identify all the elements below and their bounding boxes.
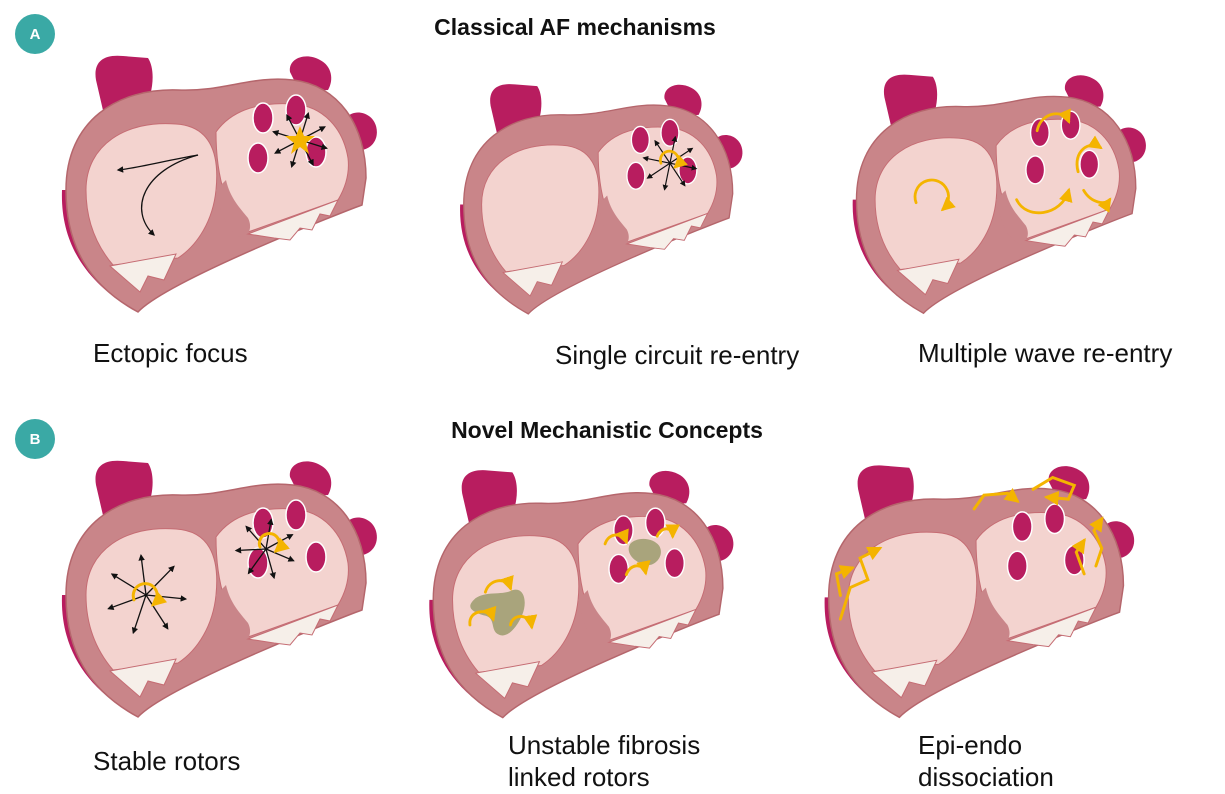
pulmonary-vein-opening [661, 119, 679, 146]
pulmonary-vein-opening [306, 542, 326, 572]
panel-multiple-wave [828, 60, 1168, 330]
caption-stable-rotors: Stable rotors [93, 745, 240, 777]
pulmonary-vein-opening [1026, 156, 1045, 184]
caption-multiple-wave: Multiple wave re-entry [918, 337, 1172, 369]
caption-line: Epi-endo [918, 729, 1054, 761]
caption-fibrosis-rotors: Unstable fibrosis linked rotors [508, 729, 700, 793]
pulmonary-vein-opening [1012, 512, 1032, 541]
caption-line: Ectopic focus [93, 337, 248, 369]
pulmonary-vein-opening [627, 162, 645, 189]
panel-fibrosis-rotors [410, 455, 750, 735]
caption-line: Single circuit re-entry [555, 339, 799, 371]
panel-stable-rotors [48, 445, 388, 735]
pulmonary-vein-opening [1007, 551, 1027, 580]
pulmonary-vein-opening [1064, 545, 1084, 574]
pulmonary-vein-opening [248, 143, 268, 173]
caption-line: Multiple wave re-entry [918, 337, 1172, 369]
caption-line: dissociation [918, 761, 1054, 793]
pulmonary-vein-opening [646, 508, 665, 537]
panel-epi-endo [808, 450, 1148, 735]
pulmonary-vein-opening [248, 548, 268, 578]
caption-ectopic-focus: Ectopic focus [93, 337, 248, 369]
panel-ectopic-focus [48, 40, 388, 330]
pulmonary-vein-opening [286, 500, 306, 530]
panel-single-circuit [430, 70, 770, 330]
pulmonary-vein-opening [631, 126, 649, 153]
pulmonary-vein-opening [614, 516, 633, 545]
caption-line: Stable rotors [93, 745, 240, 777]
pulmonary-vein-opening [609, 554, 628, 583]
section-b-title: Novel Mechanistic Concepts [451, 417, 763, 444]
pulmonary-vein-opening [1080, 150, 1099, 178]
caption-single-circuit: Single circuit re-entry [555, 339, 799, 371]
pulmonary-vein-opening [665, 549, 684, 578]
caption-epi-endo: Epi-endo dissociation [918, 729, 1054, 793]
pulmonary-vein-opening [1045, 504, 1065, 533]
pulmonary-vein-opening [306, 137, 326, 167]
caption-line: Unstable fibrosis [508, 729, 700, 761]
pulmonary-vein-opening [253, 103, 273, 133]
caption-line: linked rotors [508, 761, 700, 793]
section-a-title: Classical AF mechanisms [434, 14, 716, 41]
